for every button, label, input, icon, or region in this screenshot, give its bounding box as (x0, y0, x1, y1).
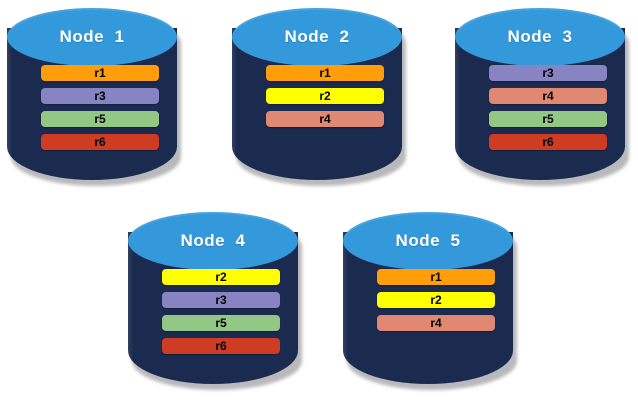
record-bar[interactable]: r6 (489, 134, 607, 150)
node-title-label: Node 1 (59, 27, 125, 46)
cylinder-top-ellipse (232, 8, 402, 66)
record-bar[interactable]: r5 (162, 315, 280, 331)
record-bar[interactable]: r3 (489, 65, 607, 81)
record-list: r3 r4 r5 r6 (489, 65, 607, 157)
record-list: r1 r3 r5 r6 (41, 65, 159, 157)
record-bar[interactable]: r3 (41, 88, 159, 104)
record-list: r1 r2 r4 (266, 65, 384, 134)
database-node-2[interactable]: Node 2 r1 r2 r4 (232, 8, 410, 190)
record-list: r1 r2 r4 (377, 269, 495, 338)
record-bar[interactable]: r1 (41, 65, 159, 81)
record-list: r2 r3 r5 r6 (162, 269, 280, 361)
record-bar[interactable]: r4 (377, 315, 495, 331)
record-bar[interactable]: r6 (162, 338, 280, 354)
record-bar[interactable]: r5 (41, 111, 159, 127)
record-bar[interactable]: r6 (41, 134, 159, 150)
record-bar[interactable]: r3 (162, 292, 280, 308)
node-title-label: Node 3 (507, 27, 573, 46)
database-node-5[interactable]: Node 5 r1 r2 r4 (343, 212, 521, 394)
database-node-1[interactable]: Node 1 r1 r3 r5 r6 (7, 8, 185, 190)
cylinder-top-ellipse (7, 8, 177, 66)
record-bar[interactable]: r2 (377, 292, 495, 308)
cylinder-top-ellipse (455, 8, 625, 66)
record-bar[interactable]: r4 (266, 111, 384, 127)
node-title-label: Node 4 (180, 231, 246, 250)
record-bar[interactable]: r4 (489, 88, 607, 104)
node-title-label: Node 2 (284, 27, 350, 46)
cylinder-top-ellipse (343, 212, 513, 270)
record-bar[interactable]: r2 (266, 88, 384, 104)
cylinder-top-ellipse (128, 212, 298, 270)
record-bar[interactable]: r1 (377, 269, 495, 285)
database-node-3[interactable]: Node 3 r3 r4 r5 r6 (455, 8, 633, 190)
database-node-4[interactable]: Node 4 r2 r3 r5 r6 (128, 212, 306, 394)
node-title-label: Node 5 (395, 231, 461, 250)
record-bar[interactable]: r2 (162, 269, 280, 285)
record-bar[interactable]: r5 (489, 111, 607, 127)
record-bar[interactable]: r1 (266, 65, 384, 81)
